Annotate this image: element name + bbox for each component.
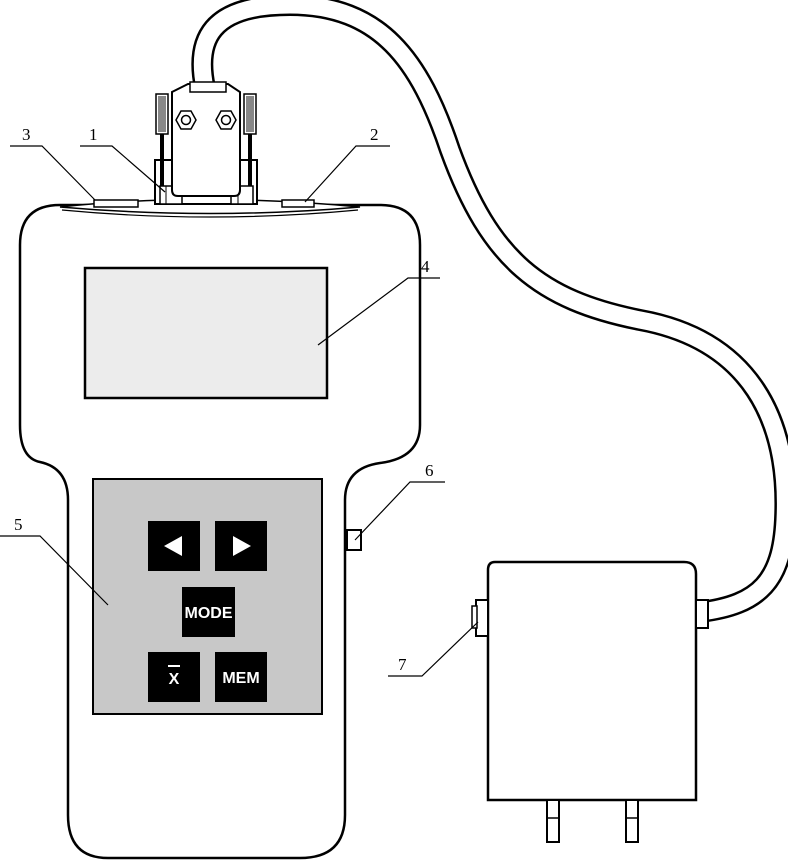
connector-1 xyxy=(154,81,258,205)
callout-3: 3 xyxy=(22,125,31,144)
callout-6: 6 xyxy=(425,461,434,480)
connecting-cable xyxy=(191,0,788,623)
slot-3 xyxy=(93,199,139,208)
display-screen xyxy=(83,266,329,400)
left-arrow-icon xyxy=(164,536,182,556)
leader-lines xyxy=(0,145,479,677)
mode-button[interactable]: MODE xyxy=(182,587,235,637)
right-arrow-button[interactable] xyxy=(215,521,267,571)
callout-7: 7 xyxy=(398,655,407,674)
mode-label: MODE xyxy=(185,605,233,622)
callout-2: 2 xyxy=(370,125,379,144)
callout-4: 4 xyxy=(421,257,430,276)
mem-button[interactable]: MEM xyxy=(215,652,267,702)
mem-label: MEM xyxy=(222,670,259,687)
mean-button[interactable]: X xyxy=(148,652,200,702)
callout-1: 1 xyxy=(89,125,98,144)
right-arrow-icon xyxy=(233,536,251,556)
mean-label: X xyxy=(169,671,180,688)
callout-5: 5 xyxy=(14,515,23,534)
side-port-6 xyxy=(346,529,362,551)
left-arrow-button[interactable] xyxy=(148,521,200,571)
slot-2 xyxy=(281,199,315,208)
sensor-box xyxy=(471,560,709,843)
